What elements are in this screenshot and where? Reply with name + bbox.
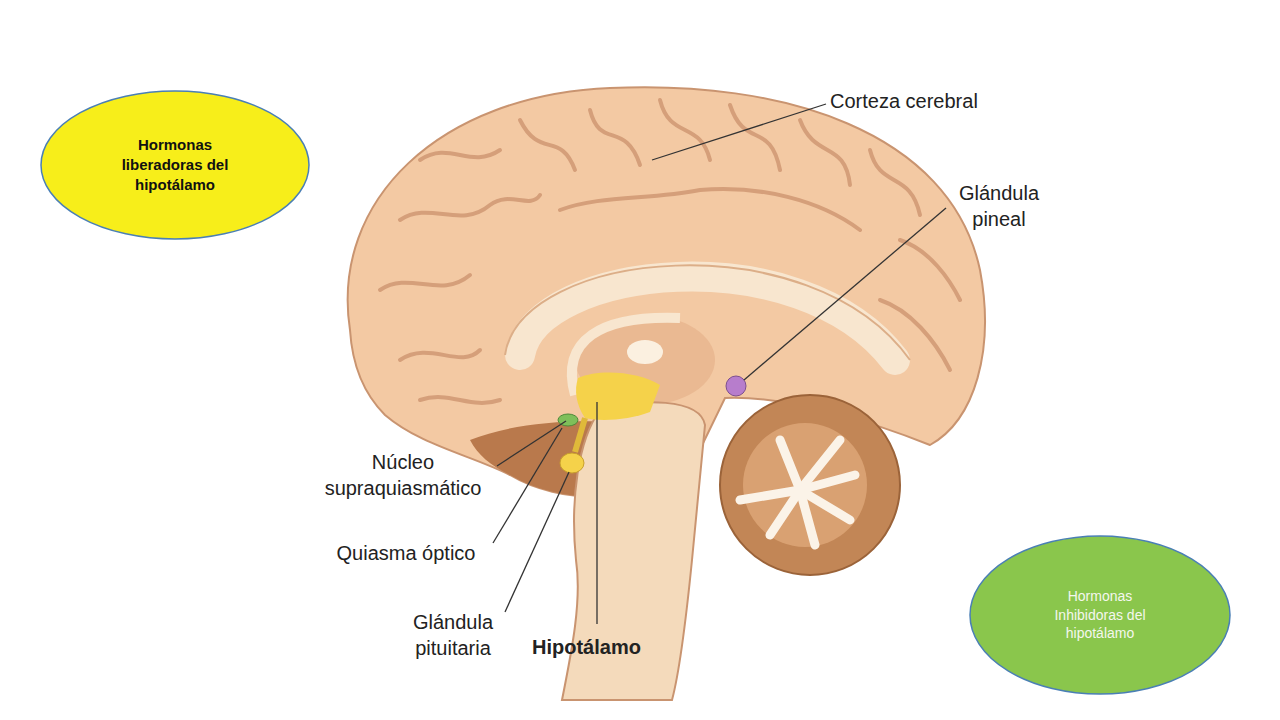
pineal-gland	[726, 376, 746, 396]
ellipse-text: Hormonas liberadoras del hipotálamo	[110, 135, 240, 196]
interthalamic-adhesion	[627, 340, 663, 364]
ellipse-outline	[41, 91, 309, 239]
part-label: Hipotálamo	[532, 634, 672, 660]
hormone-ellipse: Hormonas Inhibidoras del hipotálamo	[969, 535, 1231, 695]
pituitary-gland	[560, 453, 584, 473]
part-label: Glándula pituitaria	[398, 609, 508, 661]
part-label: Corteza cerebral	[830, 88, 1010, 114]
pituitary-stalk	[575, 418, 585, 452]
ellipse-text: Hormonas Inhibidoras del hipotálamo	[1040, 587, 1160, 644]
part-label: Quiasma óptico	[320, 540, 492, 566]
leader-lines	[493, 104, 946, 624]
ellipse-outline	[970, 536, 1230, 694]
part-label: Glándula pineal	[945, 180, 1053, 232]
hypothalamus	[576, 372, 660, 420]
cerebellum-inner	[743, 423, 867, 547]
hormone-ellipse: Hormonas liberadoras del hipotálamo	[40, 90, 310, 240]
arbor-vitae	[740, 440, 855, 545]
cerebellum	[720, 395, 900, 575]
part-label: Núcleo supraquiasmático	[305, 449, 501, 501]
